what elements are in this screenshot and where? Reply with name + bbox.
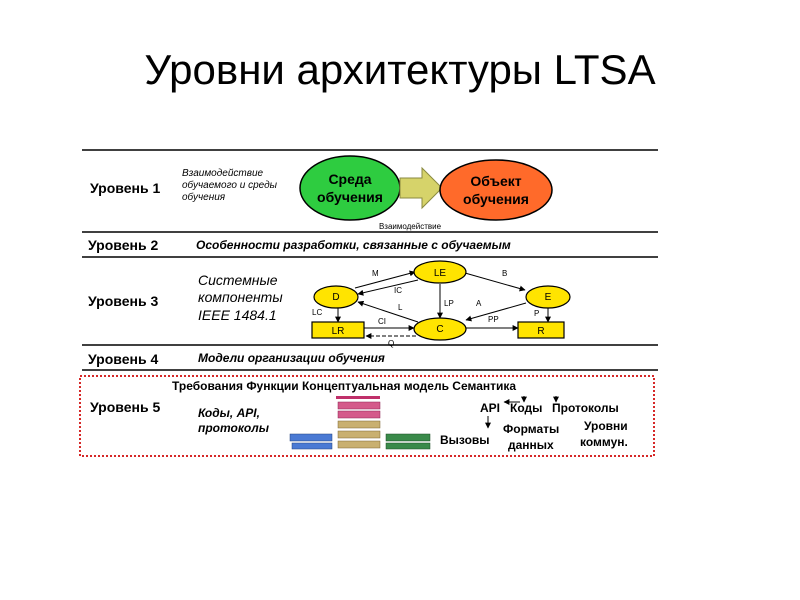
level-1-label: Уровень 1 xyxy=(90,180,160,196)
comm-levels-line: Уровни xyxy=(584,419,628,433)
edge-le-d xyxy=(357,279,419,296)
formats-line: данных xyxy=(508,438,554,452)
edge-label: P xyxy=(534,309,539,318)
edge-label: L xyxy=(398,303,403,312)
interaction-arrow xyxy=(399,166,443,210)
level-2-label: Уровень 2 xyxy=(88,237,158,253)
edge-label: LC xyxy=(312,308,322,317)
node-r xyxy=(517,321,565,339)
node-le-label: LE xyxy=(434,268,447,279)
node-e-label: E xyxy=(545,292,552,303)
node-c xyxy=(413,317,467,341)
node-d xyxy=(313,285,359,309)
calls-label: Вызовы xyxy=(440,433,490,447)
api-label: API xyxy=(480,401,500,415)
node-e xyxy=(525,285,571,309)
learning-object-line: обучения xyxy=(463,191,529,207)
edge-e-c xyxy=(465,302,527,322)
protocol-stack-graphic xyxy=(289,396,431,450)
edge-le-e xyxy=(464,272,526,292)
learning-object-line: Объект xyxy=(470,173,521,189)
level-1-desc-line: обучения xyxy=(182,191,226,203)
level-5-desc-line: протоколы xyxy=(198,421,270,435)
page-title: Уровни архитектуры LTSA xyxy=(144,46,656,93)
node-r-label: R xyxy=(537,326,544,337)
level-3-label: Уровень 3 xyxy=(88,293,158,309)
node-lr-label: LR xyxy=(332,326,345,337)
level-4-label: Уровень 4 xyxy=(88,351,158,367)
learning-environment-line: обучения xyxy=(317,189,383,205)
comm-levels-line: коммун. xyxy=(580,435,628,449)
node-lr xyxy=(311,321,365,339)
node-d-label: D xyxy=(332,292,339,303)
level-3-desc-line: компоненты xyxy=(198,289,283,305)
edge-label: PP xyxy=(488,315,499,324)
level-3-desc-line: Системные xyxy=(198,272,278,288)
edge-label: B xyxy=(502,269,507,278)
learning-environment-line: Среда xyxy=(328,171,371,187)
level-5-label: Уровень 5 xyxy=(90,399,160,415)
learning-object-ellipse xyxy=(439,159,553,221)
level-1-desc-line: обучаемого и среды xyxy=(182,179,278,191)
node-c-label: C xyxy=(436,324,443,335)
edge-label: Q xyxy=(388,339,394,348)
interaction-caption: Взаимодействие xyxy=(379,222,442,231)
edge-label: M xyxy=(372,269,379,278)
edge-d-le xyxy=(354,270,416,289)
protocols-label: Протоколы xyxy=(552,401,619,415)
edge-label: IC xyxy=(394,286,402,295)
node-le xyxy=(413,260,467,284)
edge-c-d xyxy=(357,300,419,323)
level-5-desc-line: Коды, API, xyxy=(198,406,260,420)
level-4-desc: Модели организации обучения xyxy=(198,351,385,365)
level5-frame xyxy=(79,375,655,457)
edge-label: LP xyxy=(444,299,454,308)
formats-line: Форматы xyxy=(503,422,559,436)
level-3-desc-line: IEEE 1484.1 xyxy=(198,307,277,323)
edge-label: CI xyxy=(378,317,386,326)
level-2-desc: Особенности разработки, связанные с обуч… xyxy=(196,238,511,252)
codes-label: Коды xyxy=(510,401,542,415)
level-5-header: Требования Функции Концептуальная модель… xyxy=(172,379,516,393)
level-1-desc-line: Взаимодействие xyxy=(182,168,264,179)
learning-environment-ellipse xyxy=(299,155,401,221)
edge-label: A xyxy=(476,299,482,308)
